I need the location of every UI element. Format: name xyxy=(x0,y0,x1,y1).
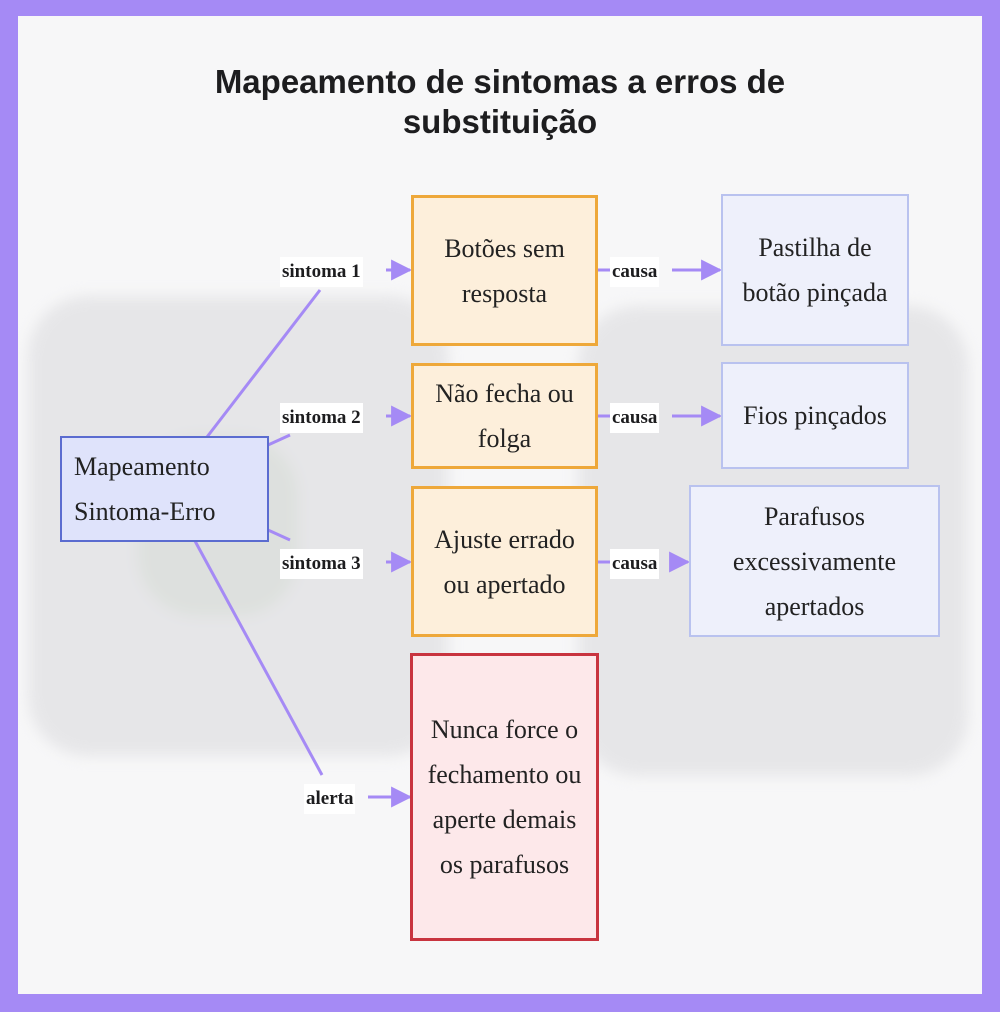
cause-node-1-label: Pastilha de botão pinçada xyxy=(742,233,888,307)
edge-label-cause-2: causa xyxy=(610,403,660,433)
cause-node-2: Fios pinçados xyxy=(721,362,909,469)
symptom-node-2-label: Não fecha ou folga xyxy=(435,379,574,453)
root-node-label: Mapeamento Sintoma-Erro xyxy=(74,452,216,526)
symptom-node-1: Botões sem resposta xyxy=(411,195,598,346)
edge-label-symptom-2: sintoma 2 xyxy=(280,403,363,433)
cause-node-3-label: Parafusos excessivamente apertados xyxy=(732,501,897,621)
symptom-node-2: Não fecha ou folga xyxy=(411,363,598,469)
edge-label-warning: alerta xyxy=(304,784,356,814)
symptom-node-3-label: Ajuste errado ou apertado xyxy=(434,524,575,599)
warning-node: Nunca force o fechamento ou aperte demai… xyxy=(410,653,599,941)
diagram-title: Mapeamento de sintomas a erros de substi… xyxy=(214,63,786,140)
root-node: Mapeamento Sintoma-Erro xyxy=(60,436,269,542)
cause-node-2-label: Fios pinçados xyxy=(743,401,887,430)
edge-label-cause-3: causa xyxy=(610,549,660,579)
edge-root-warning xyxy=(193,540,324,776)
cause-node-3: Parafusos excessivamente apertados xyxy=(689,485,940,637)
warning-node-label: Nunca force o fechamento ou aperte demai… xyxy=(427,715,582,879)
edge-root-symptom-3 xyxy=(267,528,291,542)
edge-label-symptom-3: sintoma 3 xyxy=(280,549,363,579)
edge-label-cause-1: causa xyxy=(610,257,660,287)
edge-root-symptom-2 xyxy=(267,433,291,447)
edge-root-symptom-1 xyxy=(205,289,322,438)
edge-label-symptom-1: sintoma 1 xyxy=(280,257,363,287)
symptom-node-3: Ajuste errado ou apertado xyxy=(411,486,598,637)
cause-node-1: Pastilha de botão pinçada xyxy=(721,194,909,346)
symptom-node-1-label: Botões sem resposta xyxy=(444,233,565,308)
